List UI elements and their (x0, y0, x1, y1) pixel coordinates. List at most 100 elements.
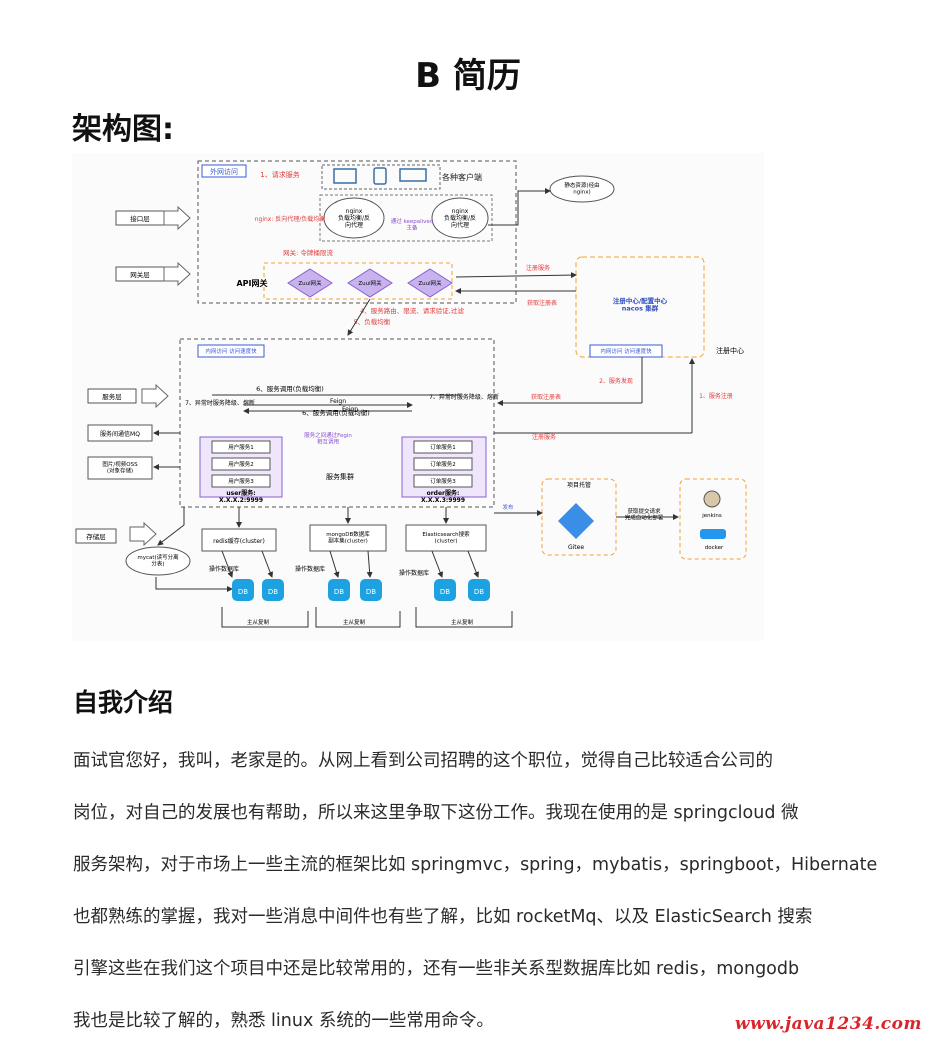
db-label-6: DB (474, 588, 484, 596)
db-label-2: DB (268, 588, 278, 596)
step2-label: 2、服务发现 (599, 377, 633, 385)
interface-layer-label: 接口层 (130, 214, 150, 223)
db-label-4: DB (366, 588, 376, 596)
order-cluster-label: order服务:X.X.X.3:9999 (421, 489, 465, 504)
user-service-2 (211, 457, 271, 471)
release-label: 发布 (502, 503, 514, 511)
replication-label-2: 主从复制 (343, 618, 366, 626)
laptop-icon (399, 168, 427, 182)
order-service-3-label: 订单服务3 (430, 477, 456, 485)
zuul-label-2: Zuul网关 (358, 279, 382, 287)
db-ops-label-1: 操作数据库 (209, 565, 239, 573)
nginx-backup (431, 197, 489, 239)
project-hosting-box (541, 478, 617, 556)
user-service-2-label: 用户服务2 (228, 460, 254, 468)
user-service-1 (211, 440, 271, 454)
nginx-group (319, 194, 493, 242)
request-step-label: 1、请求服务 (260, 170, 299, 179)
user-cluster-label: user服务:X.X.X.2:9999 (219, 489, 263, 504)
nacos-fast-label: 内网访问 访问速度快 (600, 347, 652, 355)
zuul-gateways: Zuul网关 Zuul网关 Zuul网关 (287, 268, 453, 298)
feign-label-bottom: Feign (342, 406, 358, 413)
fetch-registry2-label: 获取注册表 (531, 393, 561, 401)
service-layer-label: 服务层 (102, 392, 122, 401)
user-service-1-label: 用户服务1 (228, 443, 254, 451)
service-layer-box (87, 388, 137, 404)
document-title: B 简历 (415, 56, 521, 96)
order-service-1-label: 订单服务1 (430, 443, 456, 451)
db-label-3: DB (334, 588, 344, 596)
db-ops-label-3: 操作数据库 (399, 569, 429, 577)
storage-arrow (129, 521, 157, 547)
jenkins-label: jenkins (701, 513, 722, 519)
zuul-label-3: Zuul网关 (418, 279, 442, 287)
mongo-box (309, 524, 387, 552)
project-hosting-label: 项目托管 (567, 481, 591, 489)
mq-box (87, 424, 153, 442)
desktop-icon (333, 168, 357, 184)
mycat-label: mycat(读写分离分表) (137, 553, 179, 567)
mycat-node (125, 546, 191, 576)
api-gateway-box (263, 262, 453, 300)
storage-layer-label: 存储层 (86, 532, 106, 541)
zuul-node-2 (347, 268, 393, 298)
inner-zone-box (179, 338, 495, 508)
order-service-2-label: 订单服务2 (430, 460, 456, 468)
replication-label-1: 主从复制 (247, 618, 270, 626)
order-service-2 (413, 457, 473, 471)
db-cylinder-2 (262, 579, 284, 601)
es-label: Elasticsearch搜索(cluster) (422, 530, 470, 544)
db-cylinder-6 (468, 579, 490, 601)
architecture-heading: 架构图: (72, 112, 174, 147)
user-service-3 (211, 474, 271, 488)
redis-box (201, 528, 277, 552)
nacos-fast-tag (589, 344, 663, 358)
jenkins-icon (703, 490, 721, 508)
storage-layer-box (75, 528, 117, 544)
step7b-label: 7、异常时服务降级、熔断 (429, 393, 499, 401)
watermark: www.java1234.com (734, 1014, 922, 1034)
registry-label: 注册中心 (716, 346, 744, 355)
zuul-node-3 (407, 268, 453, 298)
clients-label: 各种客户端 (442, 172, 482, 182)
register-service-label: 注册服务 (526, 264, 550, 272)
intro-heading: 自我介绍 (73, 688, 174, 717)
zuul-node-1 (287, 268, 333, 298)
redis-label: redis缓存(cluster) (213, 537, 265, 545)
step5-label: 5、负载均衡 (354, 317, 391, 326)
user-service-3-label: 用户服务3 (228, 477, 254, 485)
order-service-1 (413, 440, 473, 454)
gateway-note: 网关: 令牌桶限流 (283, 248, 333, 257)
intro-paragraph: 面试官您好，我叫，老家是的。从网上看到公司招聘的这个职位，觉得自己比较适合公司的… (73, 735, 877, 1047)
db-cylinders: DB DB DB DB DB DB (232, 579, 490, 601)
step4-label: 4、服务路由、限流、请求验证,过滤 (360, 306, 464, 315)
intro-line-4: 也都熟练的掌握，我对一些消息中间件也有些了解，比如 rocketMq、以及 El… (73, 907, 813, 927)
gateway-arrow (163, 261, 191, 287)
gateway-layer-label: 网关层 (130, 270, 150, 279)
db-cylinder-3 (328, 579, 350, 601)
outer-zone-box (197, 160, 517, 304)
register-service2-label: 注册服务 (532, 433, 556, 441)
fetch-registry-label: 获取注册表 (527, 299, 557, 307)
step1-label: 1、服务注册 (699, 392, 733, 400)
interface-arrow (163, 205, 191, 231)
intro-line-2: 岗位，对自己的发展也有帮助，所以来这里争取下这份工作。我现在使用的是 sprin… (73, 803, 799, 823)
mongo-label: mongoDB数据库副本集(cluster) (326, 530, 370, 544)
step7a-label: 7、异常时服务降级、熔断 (185, 399, 255, 407)
db-cylinder-4 (360, 579, 382, 601)
inner-zone-tag (197, 344, 265, 358)
db-label-5: DB (440, 588, 450, 596)
order-service-3 (413, 474, 473, 488)
deploy-note: 获取提交请求完成自动化部署 (625, 507, 664, 521)
gitee-icon (558, 503, 594, 539)
intro-line-5: 引擎这些在我们这个项目中还是比较常用的，还有一些非关系型数据库比如 redis，… (73, 959, 800, 979)
mq-label: 服务间通信MQ (100, 430, 140, 438)
docker-icon (700, 529, 726, 539)
db-cylinder-5 (434, 579, 456, 601)
